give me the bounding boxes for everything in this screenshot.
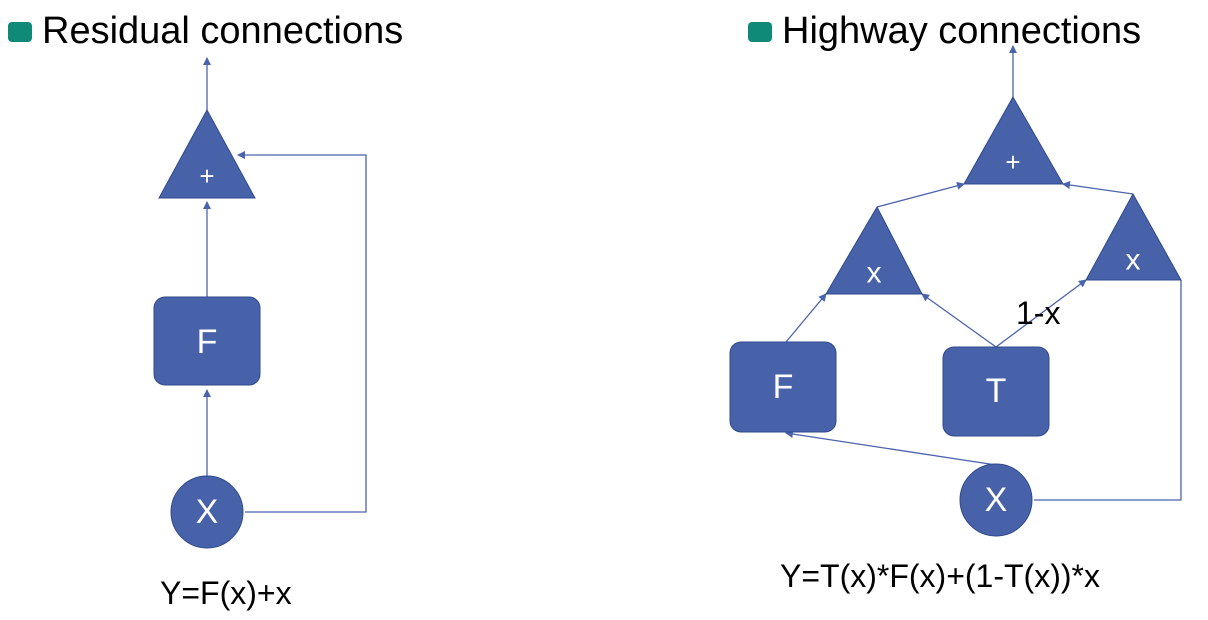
highway-x-label: X	[985, 481, 1008, 519]
highway-gate-left-label: x	[867, 257, 882, 290]
residual-sum-node	[158, 108, 256, 199]
residual-title: Residual connections	[8, 10, 403, 53]
highway-gate-left-node	[825, 205, 923, 295]
residual-f-label: F	[197, 323, 218, 361]
highway-sum-node	[963, 95, 1064, 185]
highway-edge-t-to-gateright	[995, 279, 1087, 348]
highway-sum-label: +	[1005, 147, 1020, 177]
highway-title-text: Highway connections	[782, 10, 1142, 52]
residual-skip-edge	[237, 151, 367, 513]
highway-f-node	[729, 341, 837, 433]
highway-edge-x-to-f	[785, 430, 997, 466]
highway-formula: Y=T(x)*F(x)+(1-T(x))*x	[780, 558, 1100, 594]
residual-diagram: + F X	[153, 57, 367, 549]
residual-x-node	[170, 475, 244, 549]
highway-t-node	[942, 346, 1050, 437]
highway-diagram: + x x 1-x F T X	[729, 45, 1182, 537]
residual-formula: Y=F(x)+x	[160, 575, 292, 611]
residual-f-node	[153, 296, 261, 386]
bullet-icon	[8, 21, 32, 42]
highway-gate-right-node	[1085, 192, 1182, 281]
highway-carry-label: 1-x	[1016, 295, 1060, 331]
residual-sum-label: +	[199, 161, 214, 191]
highway-edge-gateleft-to-sum	[876, 181, 965, 208]
highway-edge-t-to-gateleft	[921, 293, 997, 348]
highway-skip-edge	[1034, 280, 1182, 501]
residual-x-label: X	[196, 493, 219, 531]
highway-title: Highway connections	[748, 10, 1141, 53]
highway-gate-right-label: x	[1126, 244, 1141, 277]
highway-x-node	[959, 463, 1033, 537]
residual-title-text: Residual connections	[42, 10, 404, 52]
bullet-icon	[748, 21, 772, 42]
highway-edge-f-to-gateleft	[785, 293, 827, 343]
highway-t-label: T	[986, 372, 1007, 410]
highway-edge-gateright-to-sum	[1062, 181, 1134, 195]
highway-f-label: F	[773, 368, 794, 406]
